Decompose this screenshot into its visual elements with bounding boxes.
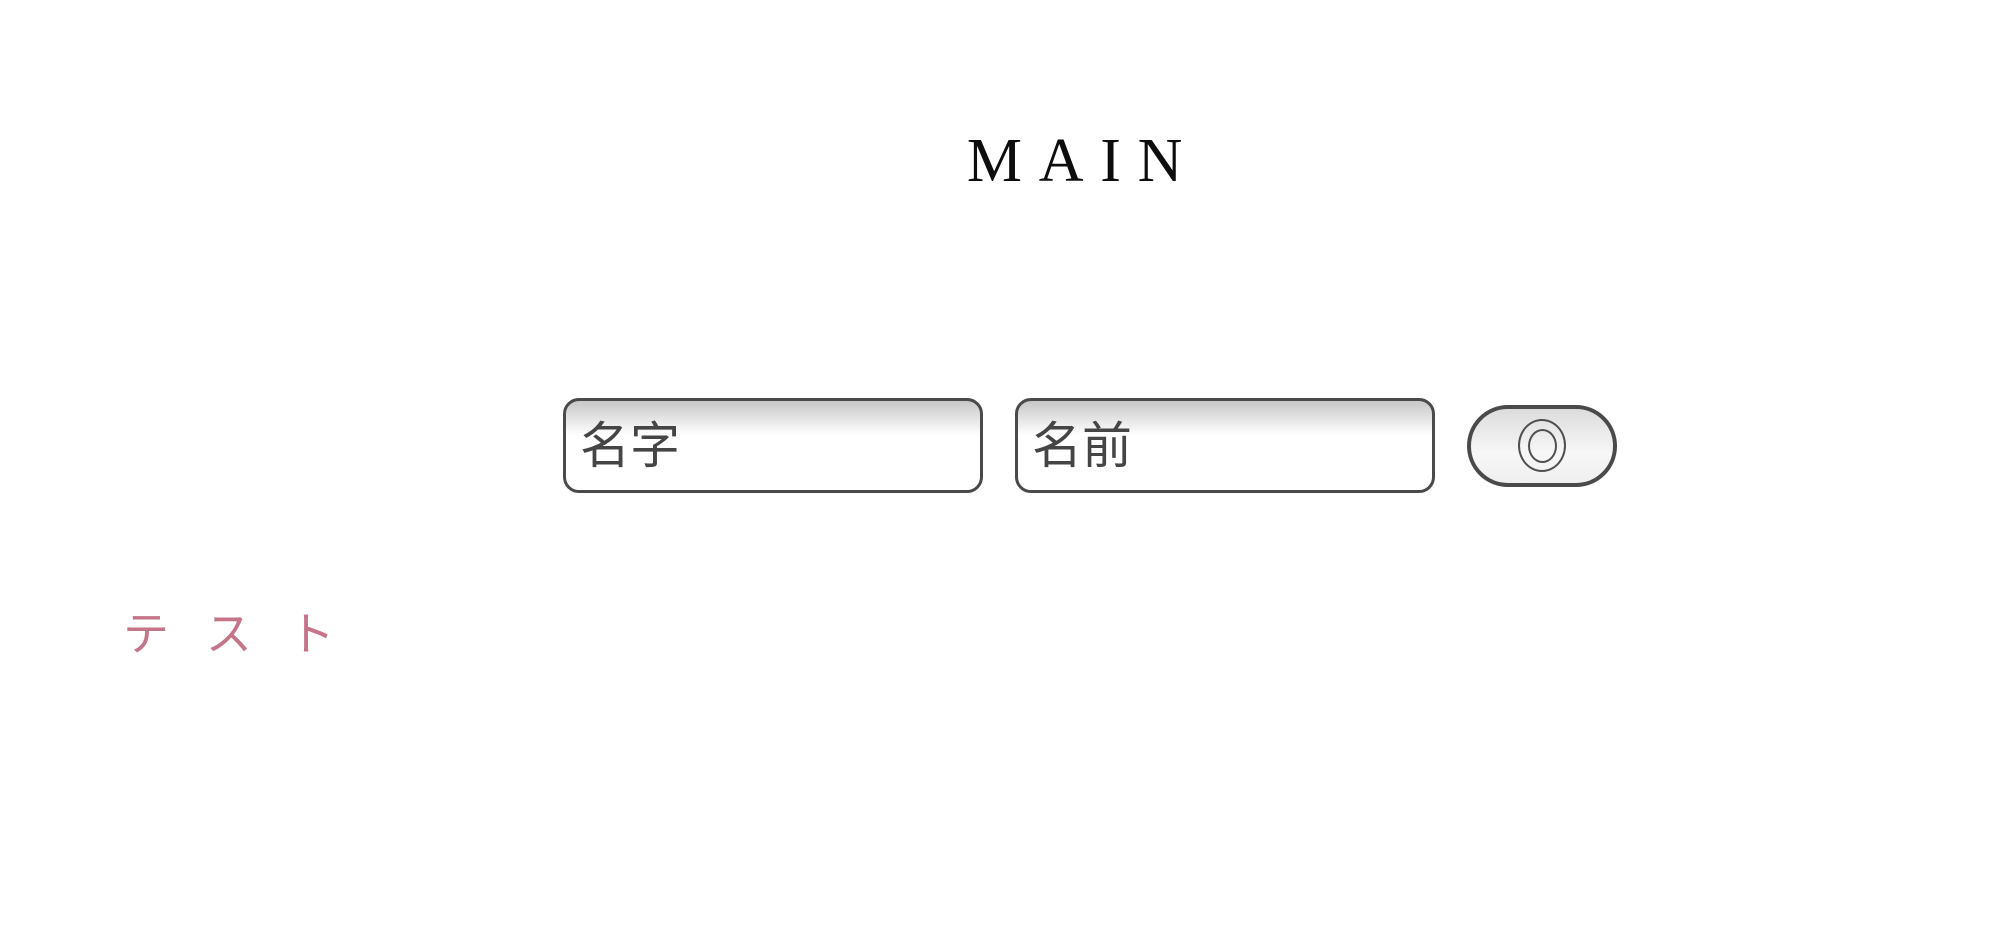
- page-title: MAIN: [966, 127, 1200, 195]
- bullseye-icon: [1518, 419, 1566, 472]
- bullseye-icon-inner-ring: [1527, 428, 1557, 463]
- test-link[interactable]: テスト: [123, 609, 372, 660]
- last-name-input[interactable]: [563, 398, 983, 493]
- first-name-input[interactable]: [1015, 398, 1435, 493]
- submit-button[interactable]: [1467, 404, 1617, 487]
- name-form-row: [563, 398, 1617, 493]
